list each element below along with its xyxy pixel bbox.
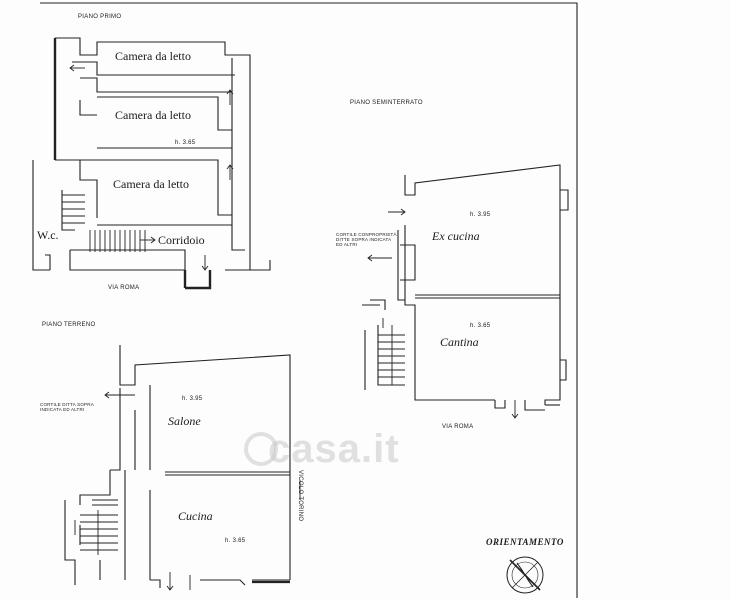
floor-label-piano-primo: PIANO PRIMO bbox=[78, 14, 122, 20]
room-label-wc: W.c. bbox=[37, 228, 59, 242]
courtyard-label-1: CORTILE CONPROPRIETÀ DITTE SOPRA INDICAT… bbox=[336, 232, 397, 247]
street-label-vicolo-torino: VICOLO TORINO bbox=[297, 470, 303, 522]
room-label-ex-cucina: Ex cucina bbox=[432, 229, 480, 243]
street-label-via-roma-1: VIA ROMA bbox=[108, 285, 140, 291]
orientation-compass bbox=[506, 556, 544, 594]
piano-primo-walls bbox=[32, 37, 271, 290]
room-label-camera-3: Camera da letto bbox=[113, 177, 189, 191]
floor-label-piano-terreno: PIANO TERRENO bbox=[42, 322, 96, 328]
sheet-border bbox=[40, 2, 578, 598]
watermark-text: casa.it bbox=[268, 427, 400, 471]
watermark-logo-icon bbox=[244, 432, 278, 466]
orientation-label: ORIENTAMENTO bbox=[486, 537, 564, 547]
piano-terreno-walls bbox=[64, 345, 291, 588]
height-label-cucina: h. 3.65 bbox=[225, 538, 246, 544]
room-label-corridoio: Corridoio bbox=[158, 233, 205, 247]
piano-seminterrato-stairs bbox=[378, 325, 405, 385]
height-label-ex-cucina: h. 3.95 bbox=[470, 212, 491, 218]
piano-seminterrato-arrows bbox=[362, 208, 519, 419]
room-label-camera-2: Camera da letto bbox=[115, 108, 191, 122]
piano-primo-stairs bbox=[62, 194, 146, 252]
piano-primo-arrows bbox=[69, 64, 234, 271]
height-label-cantina: h. 3.65 bbox=[470, 323, 491, 329]
room-label-camera-1: Camera da letto bbox=[115, 49, 191, 63]
piano-terreno-arrows bbox=[74, 391, 301, 591]
room-label-cantina: Cantina bbox=[440, 335, 479, 349]
height-label-primo: h. 3.65 bbox=[175, 140, 196, 146]
floor-label-piano-seminterrato: PIANO SEMINTERRATO bbox=[350, 100, 423, 106]
street-label-via-roma-2: VIA ROMA bbox=[442, 424, 474, 430]
height-label-salone: h. 3.95 bbox=[182, 396, 203, 402]
courtyard-label-2: CORTILE DITTA SOPRA INDICATA ED ALTRI bbox=[40, 402, 94, 412]
piano-terreno-stairs bbox=[80, 499, 118, 555]
room-label-cucina: Cucina bbox=[178, 509, 213, 523]
room-label-salone: Salone bbox=[168, 414, 201, 428]
piano-seminterrato-walls bbox=[364, 164, 569, 411]
